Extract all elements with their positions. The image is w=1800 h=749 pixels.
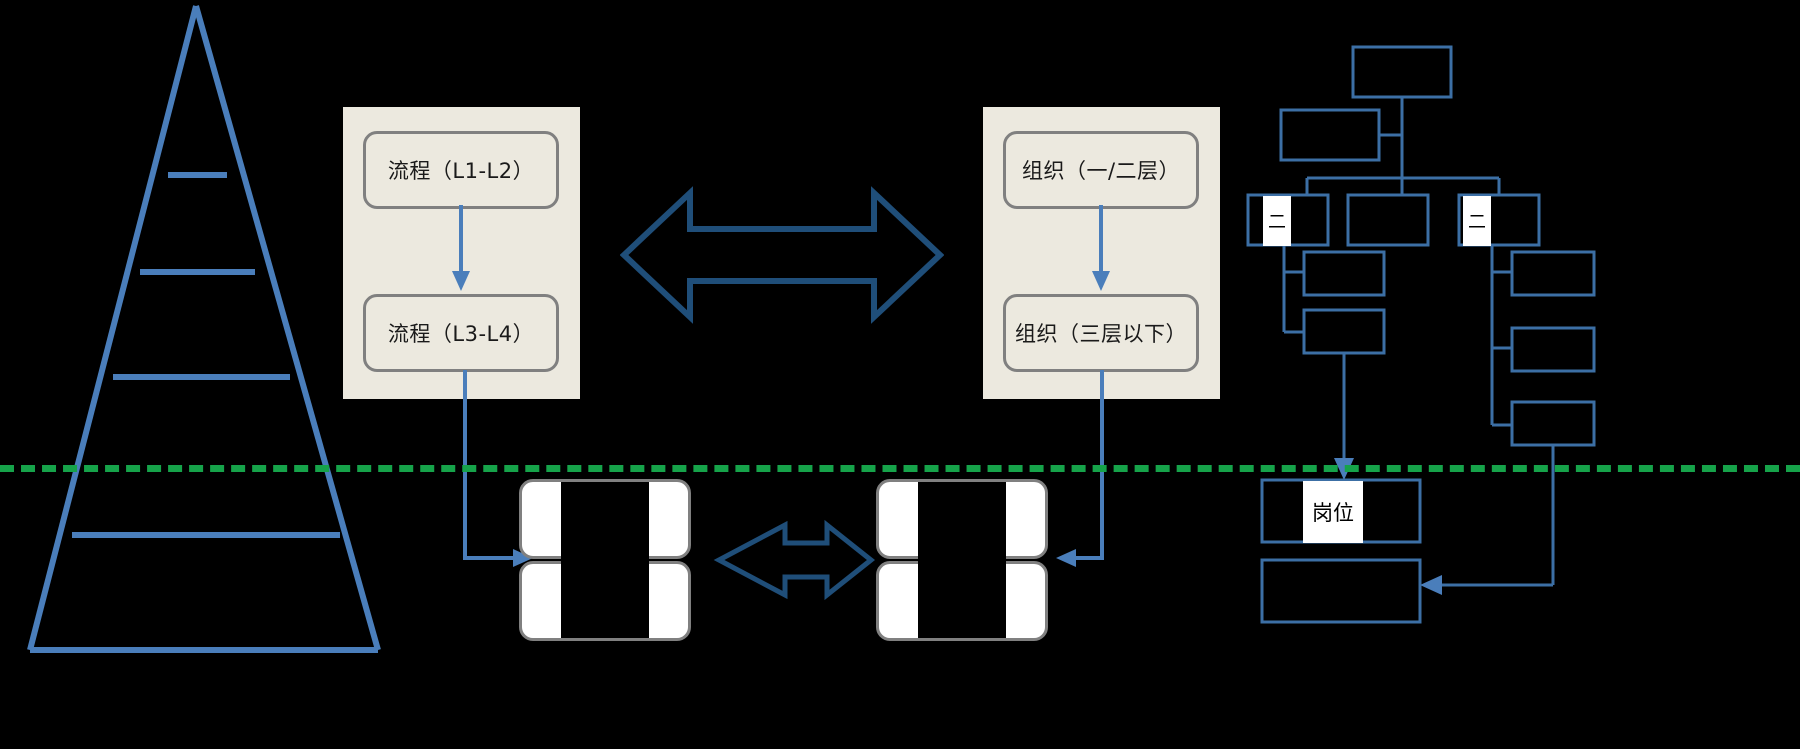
node-position-label-plate: 岗位 (1303, 481, 1363, 543)
green-dashed-divider (0, 465, 1800, 472)
lower-left-text-mask (561, 482, 649, 638)
bidirectional-arrow (620, 186, 944, 324)
lower-right-text-mask (918, 482, 1006, 638)
organization-chart (1246, 45, 1596, 624)
node-dept-3-label: 二 (1468, 212, 1486, 233)
node-dept-3-label-plate: 二 (1463, 196, 1491, 246)
org-level-1-2-box[interactable]: 组织（一/二层） (1003, 131, 1199, 209)
node-dept-1-label: 二 (1268, 212, 1286, 233)
process-l1-l2-label: 流程（L1-L2） (387, 159, 535, 183)
bidirectional-arrow-lower (713, 519, 876, 601)
org-to-position-connector (1056, 370, 1104, 567)
capability-pyramid (27, 5, 381, 653)
process-to-activity-connector (463, 370, 533, 567)
org-level-3-down-label: 组织（三层以下） (1015, 322, 1187, 346)
node-dept-1-label-plate: 二 (1263, 196, 1291, 246)
process-l1-l2-box[interactable]: 流程（L1-L2） (363, 131, 559, 209)
process-connector-arrow (452, 205, 470, 291)
process-l3-l4-label: 流程（L3-L4） (387, 322, 535, 346)
org-level-1-2-label: 组织（一/二层） (1021, 159, 1181, 183)
org-level-3-down-box[interactable]: 组织（三层以下） (1003, 294, 1199, 372)
node-position-label: 岗位 (1312, 501, 1354, 525)
process-l3-l4-box[interactable]: 流程（L3-L4） (363, 294, 559, 372)
org-connector-arrow (1092, 205, 1110, 291)
